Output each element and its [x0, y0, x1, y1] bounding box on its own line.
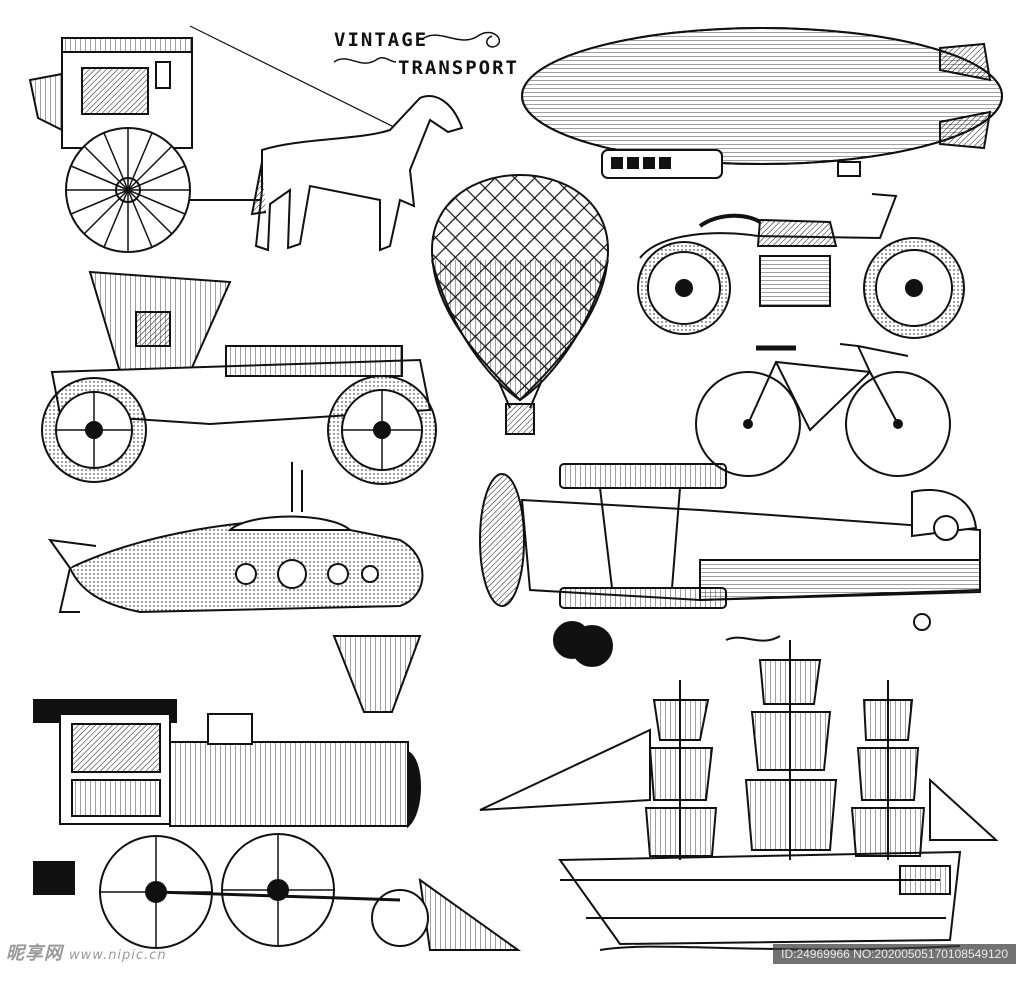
watermark-logo: 昵享网 www.nipic.cn: [6, 939, 167, 965]
horse-carriage-icon: [28, 25, 464, 253]
ship-icon: [479, 635, 999, 951]
flourish-top-ornament: [423, 31, 501, 48]
retro-car-icon: [41, 270, 437, 485]
zeppelin-icon: [521, 27, 1003, 179]
flourish-left-ornament: [333, 57, 397, 64]
watermark-site-name: 昵享网: [6, 943, 63, 964]
watermark-url: www.nipic.cn: [69, 948, 167, 963]
bicycle-icon: [695, 343, 951, 477]
locomotive-icon: [33, 635, 522, 951]
balloon-icon: [430, 174, 610, 435]
submarine-icon: [47, 462, 424, 614]
title-block: VINTAGE TRANSPORT: [333, 29, 519, 79]
title-line1: VINTAGE: [334, 29, 428, 51]
watermark-id-badge: ID:24969966 NO:20200505170108549120: [773, 944, 1016, 964]
title-line2: TRANSPORT: [398, 57, 519, 79]
motorcycle-icon: [637, 193, 965, 339]
biplane-icon: [479, 463, 981, 667]
